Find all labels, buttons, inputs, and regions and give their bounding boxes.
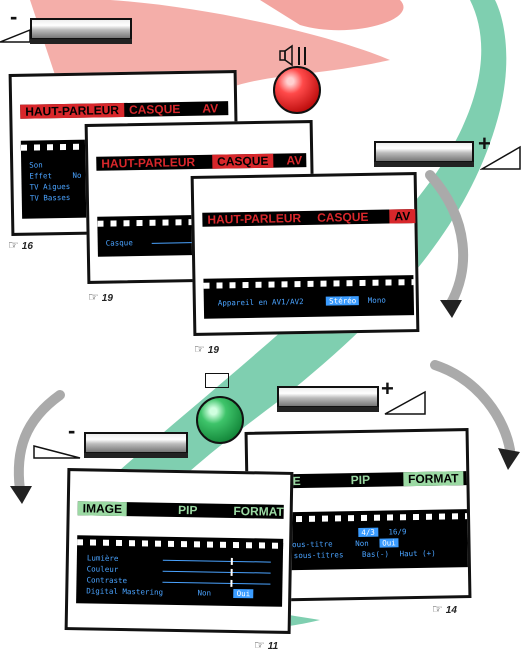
picture-down-button[interactable] xyxy=(84,432,188,458)
tv-screen-image: IMAGE PIP FORMAT Lumière Couleur Contras… xyxy=(64,468,294,634)
tab-haut-parleur[interactable]: HAUT-PARLEUR xyxy=(207,211,302,227)
pointing-hand-icon: ☞ xyxy=(432,602,443,616)
menu-item-tv-aigues[interactable]: TV Aigues xyxy=(29,181,71,192)
volume-down-button[interactable] xyxy=(30,18,132,44)
picture-menu-bar: IMAGE PIP FORMAT xyxy=(77,501,284,519)
menu-item-appareil-av[interactable]: Appareil en AV1/AV2 Stéréo Mono xyxy=(218,296,386,308)
option-stereo[interactable]: Stéréo xyxy=(326,296,360,306)
option-oui[interactable]: Oui xyxy=(379,538,399,548)
tab-pip[interactable]: PIP xyxy=(177,502,198,518)
option-16-9[interactable]: 16/9 xyxy=(388,527,407,537)
menu-item-effet-label: Effet xyxy=(29,171,53,181)
menu-item-contraste[interactable]: Contraste xyxy=(86,575,128,586)
tab-image[interactable]: IMAGE xyxy=(77,501,128,517)
tab-format[interactable]: FORMAT xyxy=(233,503,284,519)
menu-item-couleur[interactable]: Couleur xyxy=(86,564,119,574)
menu-item-effet-value: No xyxy=(72,170,82,180)
volume-ramp-up-icon xyxy=(480,145,521,170)
pointing-hand-icon: ☞ xyxy=(254,638,265,652)
av-osd-panel: Appareil en AV1/AV2 Stéréo Mono xyxy=(203,275,415,319)
menu-item-effet[interactable]: Effet No xyxy=(29,171,81,181)
option-non[interactable]: Non xyxy=(197,588,212,598)
menu-green-button[interactable] xyxy=(196,396,244,444)
audio-menu-bar: HAUT-PARLEUR CASQUE AV xyxy=(96,153,307,171)
page-ref-19a: ☞19 xyxy=(88,290,113,304)
slider-knob[interactable] xyxy=(230,568,233,576)
audio-menu-bar: HAUT-PARLEUR CASQUE AV xyxy=(20,101,229,119)
volume-up-group[interactable]: + xyxy=(374,131,522,175)
page-ref-14-number: 14 xyxy=(445,605,457,616)
option-non[interactable]: Non xyxy=(355,538,369,549)
film-strip xyxy=(97,219,198,227)
tab-casque[interactable]: CASQUE xyxy=(317,209,369,225)
menu-item-tv-basses[interactable]: TV Basses xyxy=(29,192,71,203)
option-oui[interactable]: Oui xyxy=(233,588,254,599)
picture-up-button[interactable] xyxy=(277,386,379,412)
film-strip xyxy=(203,279,414,289)
option-4-3[interactable]: 4/3 xyxy=(358,527,378,537)
page-ref-11-number: 11 xyxy=(267,641,279,652)
format-row-subtitle-position[interactable]: ion sous-titres Bas(-) Haut (+) xyxy=(276,549,436,561)
pointing-hand-icon: ☞ xyxy=(194,342,205,356)
image-osd-panel: Lumière Couleur Contraste Digital Master… xyxy=(76,535,284,607)
page-ref-16-number: 16 xyxy=(21,241,33,252)
picture-up-group[interactable]: + xyxy=(277,376,427,418)
menu-item-digital-mastering[interactable]: Digital Mastering Non Oui xyxy=(86,586,254,599)
option-haut[interactable]: Haut (+) xyxy=(399,548,436,559)
couleur-slider[interactable] xyxy=(162,568,271,576)
tab-format[interactable]: FORMAT xyxy=(402,471,464,487)
tv-menu-icon xyxy=(205,373,229,388)
volume-ramp-down-icon xyxy=(0,29,30,43)
pointing-hand-icon: ☞ xyxy=(88,290,99,304)
page-ref-11: ☞11 xyxy=(254,638,278,652)
speaker-mute-icon xyxy=(279,44,306,67)
page-ref-19b: ☞19 xyxy=(194,342,219,356)
volume-up-button[interactable] xyxy=(374,141,474,167)
minus-label: - xyxy=(68,418,76,443)
menu-item-casque[interactable]: Casque xyxy=(105,238,133,248)
option-mono[interactable]: Mono xyxy=(367,295,386,305)
film-strip xyxy=(77,539,284,549)
menu-item-appareil-label: Appareil en AV1/AV2 xyxy=(217,297,304,308)
plus-label: + xyxy=(381,376,394,401)
casque-osd-panel: Casque xyxy=(97,215,198,257)
tab-haut-parleur[interactable]: HAUT-PARLEUR xyxy=(101,155,196,171)
tab-av[interactable]: AV xyxy=(389,209,416,224)
page-ref-14: ☞14 xyxy=(432,602,457,616)
digital-mastering-label: Digital Mastering xyxy=(86,586,164,597)
volume-ramp-down-icon xyxy=(33,445,81,459)
tab-av[interactable]: AV xyxy=(202,101,219,116)
volume-ramp-up-icon xyxy=(384,390,426,415)
tab-casque[interactable]: CASQUE xyxy=(211,153,274,169)
slider-knob[interactable] xyxy=(230,579,233,587)
audio-menu-bar: HAUT-PARLEUR CASQUE AV xyxy=(202,209,416,227)
menu-item-lumiere[interactable]: Lumière xyxy=(86,553,119,563)
minus-label: - xyxy=(10,4,18,29)
pointing-hand-icon: ☞ xyxy=(8,238,19,252)
page-ref-19b-number: 19 xyxy=(207,345,219,356)
tv-screen-av: HAUT-PARLEUR CASQUE AV Appareil en AV1/A… xyxy=(190,172,420,336)
tab-haut-parleur[interactable]: HAUT-PARLEUR xyxy=(20,102,125,119)
contraste-slider[interactable] xyxy=(162,579,271,587)
format-row-ratio[interactable]: t 4/3 16/9 xyxy=(287,527,406,538)
picture-down-group[interactable]: - xyxy=(32,418,192,462)
page-ref-19a-number: 19 xyxy=(101,293,113,304)
tab-casque[interactable]: CASQUE xyxy=(128,102,181,117)
volume-down-group[interactable]: - xyxy=(0,4,135,46)
slider-knob[interactable] xyxy=(230,557,233,565)
tab-av[interactable]: AV xyxy=(286,153,303,168)
plus-label: + xyxy=(478,131,491,156)
mute-red-button[interactable] xyxy=(273,66,321,114)
format-row-subtitle-label: sous-titre xyxy=(287,539,333,550)
option-bas[interactable]: Bas(-) xyxy=(361,549,390,559)
page-ref-16: ☞16 xyxy=(8,238,33,252)
format-row-subtitle[interactable]: sous-titre Non Oui xyxy=(287,538,399,550)
lumiere-slider[interactable] xyxy=(162,557,271,565)
menu-item-son[interactable]: Son xyxy=(29,160,43,170)
tab-pip[interactable]: PIP xyxy=(350,472,371,488)
